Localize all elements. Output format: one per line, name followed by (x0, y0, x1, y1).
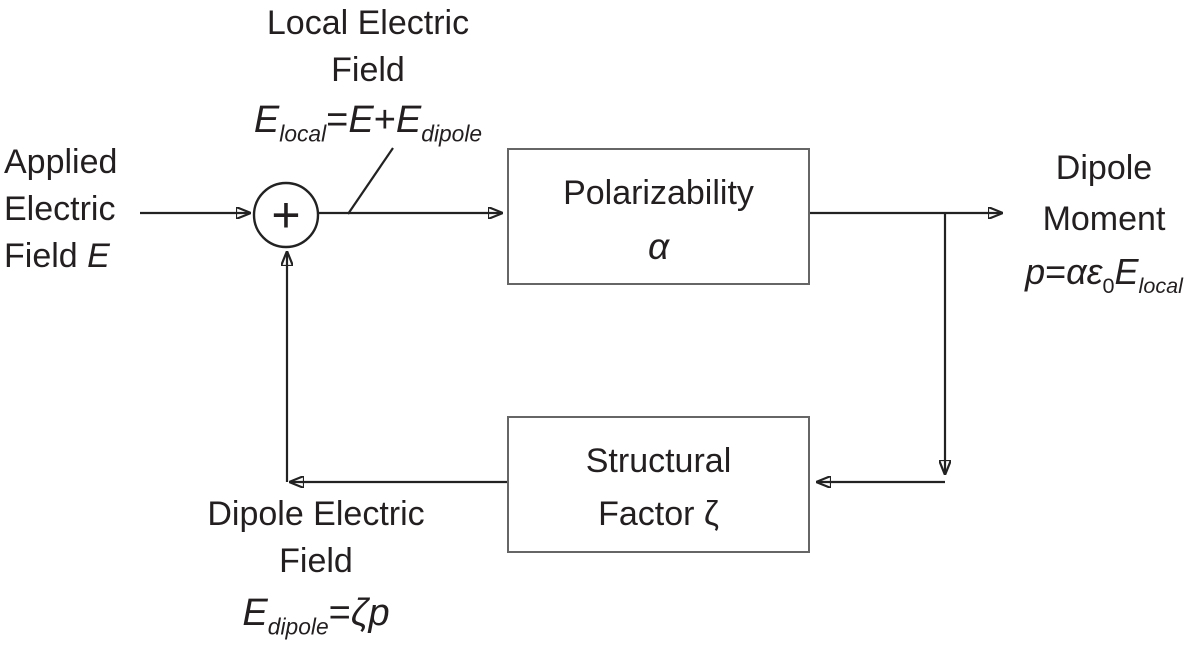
dipole-moment-label: Dipole Moment p=αε0Elocal (1008, 143, 1200, 313)
dipole-field-line1: Dipole Electric (207, 495, 425, 533)
local-field-formula: Elocal=E+Edipole (253, 99, 483, 147)
dipole-moment-formula: p=αε0Elocal (1025, 251, 1183, 299)
sum-operator: + (271, 187, 301, 243)
local-field-label: Local Electric Field Elocal=E+Edipole (218, 0, 518, 160)
local-field-line1: Local Electric (266, 4, 470, 42)
applied-field-label: Applied Electric Field E (4, 139, 174, 280)
dipole-moment-line2: Moment (1042, 200, 1166, 238)
structural-factor-box: Structural Factor ζ (507, 416, 810, 553)
polarizability-symbol: α (647, 225, 670, 267)
local-field-pointer-line (347, 147, 394, 215)
applied-field-line2: Electric (4, 190, 116, 228)
dipole-field-formula: Edipole=ζp (242, 592, 390, 640)
local-field-line2: Field (331, 51, 405, 89)
dipole-field-line2: Field (279, 542, 353, 580)
structural-factor-title-line2: Factor ζ (598, 494, 719, 533)
sum-junction-circle (252, 181, 320, 249)
polarizability-box: Polarizability α (507, 148, 810, 285)
structural-factor-title-line1: Structural (585, 441, 732, 480)
dipole-field-label: Dipole Electric Field Edipole=ζp (166, 491, 466, 648)
polarizability-title: Polarizability (563, 173, 754, 212)
dipole-moment-line1: Dipole (1055, 149, 1153, 187)
applied-field-line3: Field E (4, 237, 110, 275)
applied-field-line1: Applied (4, 143, 118, 181)
